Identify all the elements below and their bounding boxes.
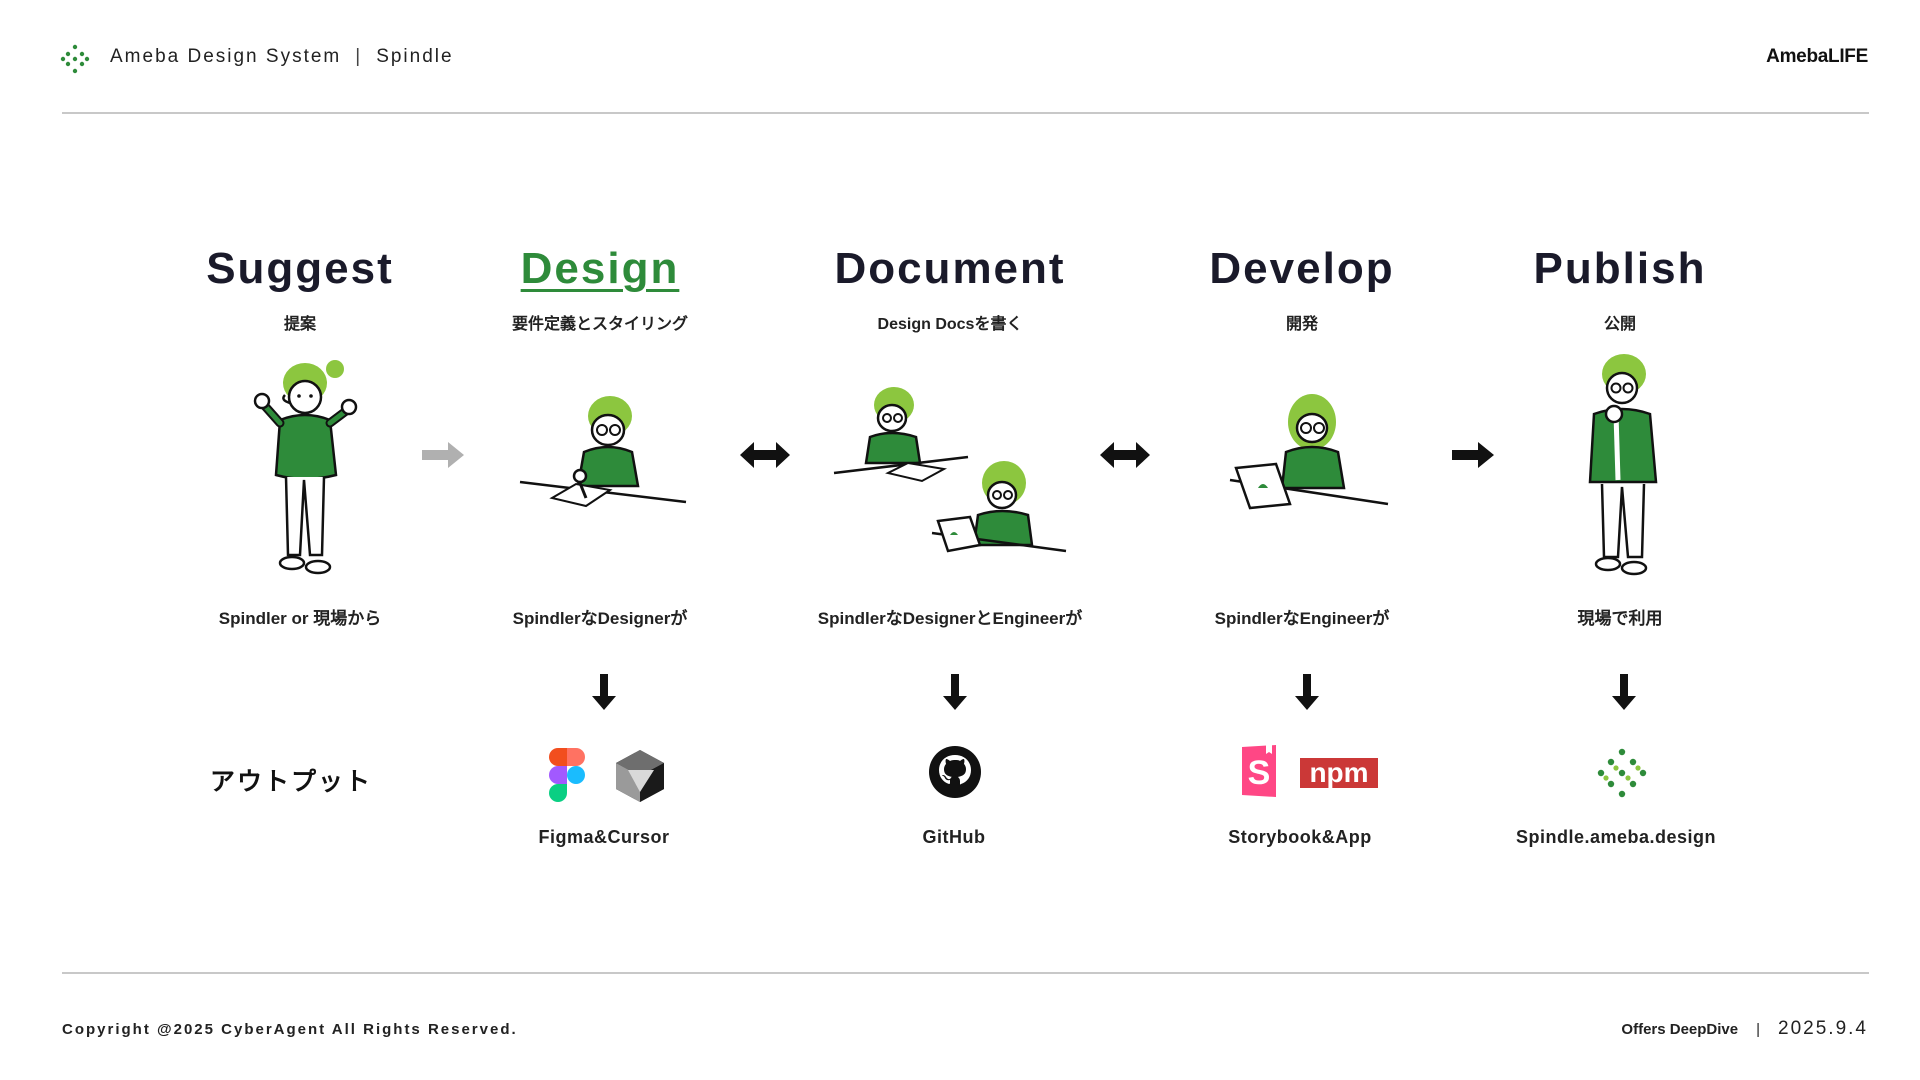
ameba-life-logo: AmebaLIFE	[1766, 46, 1868, 67]
copyright-text: Copyright @2025 CyberAgent All Rights Re…	[62, 1021, 518, 1038]
github-icon	[929, 746, 981, 798]
arrow-both-icon	[1100, 442, 1150, 468]
publish-person-illustration	[1588, 354, 1658, 576]
arrow-down-icon	[1295, 674, 1319, 710]
stage-caption: SpindlerなEngineerが	[1214, 609, 1390, 628]
footer-divider	[62, 972, 1869, 974]
stage-title: Design	[520, 244, 680, 293]
event-name: Offers DeepDive	[1621, 1021, 1739, 1038]
npm-icon: npm	[1300, 758, 1378, 788]
npm-text: npm	[1309, 758, 1368, 788]
suggest-person-illustration	[253, 360, 358, 575]
stage-subtitle: 提案	[283, 316, 316, 333]
header-separator: |	[355, 46, 363, 67]
brand-name: Ameba Design System	[110, 46, 342, 67]
arrow-down-icon	[943, 674, 967, 710]
stage-title: Develop	[1209, 244, 1395, 293]
stage-subtitle: 公開	[1603, 316, 1636, 333]
header-divider	[62, 112, 1869, 114]
stage-design: Design 要件定義とスタイリング	[430, 244, 770, 334]
stage-document: Document Design Docsを書く	[780, 244, 1120, 334]
output-tool-label: GitHub	[922, 827, 986, 847]
arrow-down-icon	[1612, 674, 1636, 710]
footer-separator: |	[1756, 1021, 1761, 1038]
arrow-both-icon	[740, 442, 790, 468]
spindle-logo-icon	[60, 44, 90, 74]
develop-person-illustration	[1229, 394, 1389, 510]
arrow-right-icon	[1452, 442, 1494, 468]
stage-title: Suggest	[206, 244, 394, 293]
figma-icon	[549, 748, 585, 802]
stage-suggest: Suggest 提案	[130, 244, 470, 334]
storybook-icon: S	[1242, 745, 1276, 797]
output-tool-label: Storybook&App	[1228, 827, 1372, 847]
output-label: アウトプット	[210, 768, 373, 796]
arrow-down-icon	[592, 674, 616, 710]
storybook-letter: S	[1248, 754, 1271, 792]
stage-caption: SpindlerなDesignerが	[512, 609, 688, 628]
stage-subtitle: 要件定義とスタイリング	[511, 316, 688, 333]
output-tool-label: Spindle.ameba.design	[1515, 827, 1717, 847]
design-person-illustration	[519, 396, 687, 508]
stage-develop: Develop 開発	[1132, 244, 1472, 334]
output-tool-label: Figma&Cursor	[538, 827, 670, 847]
cursor-icon	[616, 750, 664, 802]
stage-subtitle: 開発	[1285, 316, 1318, 333]
stage-caption: SpindlerなDesignerとEngineerが	[817, 609, 1083, 628]
footer-meta: Offers DeepDive | 2025.9.4	[1621, 1018, 1868, 1040]
stage-caption: 現場で利用	[1577, 609, 1663, 628]
document-people-illustration	[833, 387, 1067, 553]
event-date: 2025.9.4	[1778, 1018, 1868, 1039]
stage-subtitle: Design Docsを書く	[877, 316, 1023, 333]
stage-publish: Publish 公開	[1450, 244, 1790, 334]
stage-title: Document	[834, 244, 1066, 293]
product-name: Spindle	[376, 46, 454, 67]
stage-title: Publish	[1533, 244, 1707, 293]
spindle-icon	[1597, 748, 1647, 798]
arrow-right-muted-icon	[422, 442, 464, 468]
header-title: Ameba Design System | Spindle	[110, 46, 454, 68]
stage-caption: Spindler or 現場から	[218, 609, 382, 628]
